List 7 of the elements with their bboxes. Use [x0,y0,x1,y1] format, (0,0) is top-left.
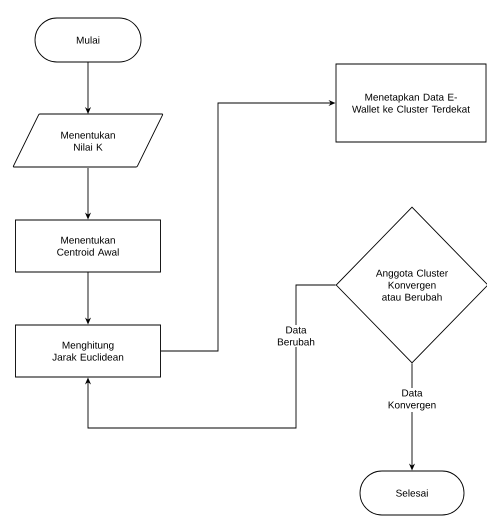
process-box: Menetapkan Data E-Wallet ke Cluster Terdekat [336,64,486,142]
process-box: Menghitung Jarak Euclidean [15,324,161,378]
edge-label: Data Berubah [270,325,322,347]
arrow [84,284,336,428]
process-box: Menentukan Centroid Awal [15,220,161,272]
input-parallelogram: Menentukan Nilai K [12,114,164,168]
edge-label: Data Konvergen [380,388,444,412]
